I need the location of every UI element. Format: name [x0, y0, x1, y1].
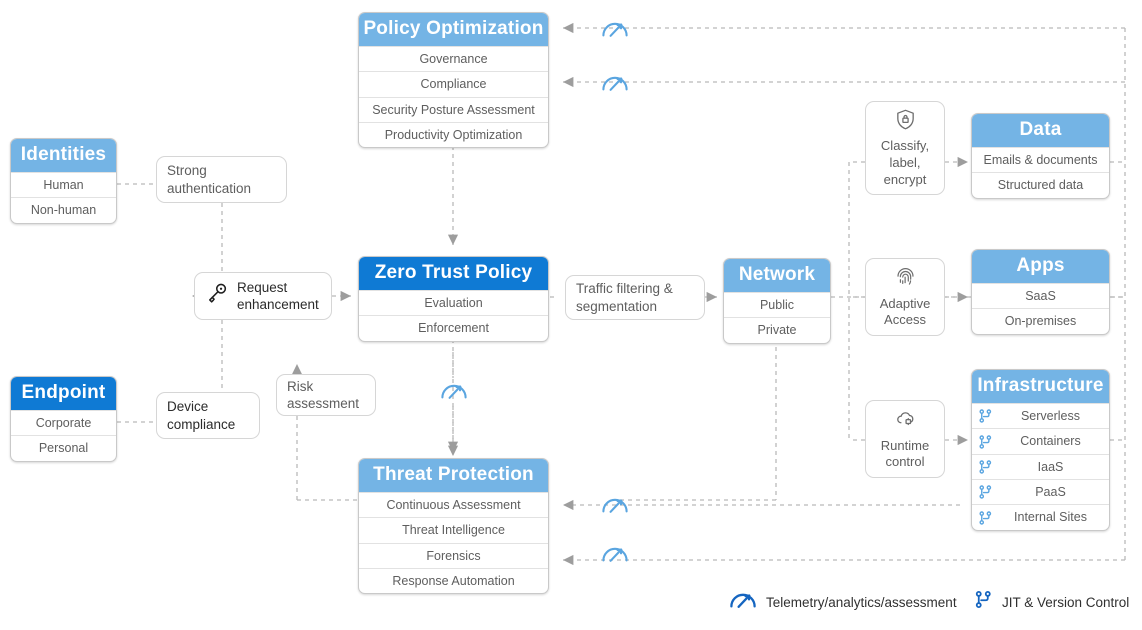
jit-version-control-icon [978, 459, 993, 474]
step-strong-authentication-label: Strong authentication [167, 163, 252, 196]
step-traffic-filtering[interactable]: Traffic filtering & segmentation [565, 275, 705, 320]
pillar-policy-optimization-row[interactable]: Productivity Optimization [359, 122, 548, 147]
pillar-threat-protection-row[interactable]: Forensics [359, 542, 548, 568]
pillar-apps-row[interactable]: On-premises [972, 308, 1109, 333]
step-runtime-control[interactable]: Runtime control [865, 400, 945, 478]
pillar-infrastructure-row[interactable]: Serverless [972, 402, 1109, 428]
pillar-data[interactable]: Data Emails & documents Structured data [971, 113, 1110, 199]
pillar-zero-trust-policy-row[interactable]: Evaluation [359, 289, 548, 315]
pillar-infrastructure-title: Infrastructure [972, 370, 1109, 403]
pillar-endpoint[interactable]: Endpoint Corporate Personal [10, 376, 117, 462]
step-adaptive-access-label: Adaptive Access [879, 295, 931, 328]
pillar-network[interactable]: Network Public Private [723, 258, 831, 344]
telemetry-gauge-icon [601, 544, 629, 569]
legend-jit-label: JIT & Version Control [1002, 594, 1130, 610]
step-traffic-filtering-label: Traffic filtering & segmentation [576, 281, 673, 314]
pillar-threat-protection-row[interactable]: Threat Intelligence [359, 517, 548, 542]
jit-version-control-icon [978, 485, 993, 500]
pillar-identities[interactable]: Identities Human Non-human [10, 138, 117, 224]
jit-version-control-icon [978, 510, 993, 525]
pillar-apps[interactable]: Apps SaaS On-premises [971, 249, 1110, 335]
jit-version-control-icon [978, 434, 993, 449]
pillar-infrastructure-row[interactable]: PaaS [972, 479, 1109, 504]
jit-version-control-icon [978, 409, 993, 424]
pillar-policy-optimization[interactable]: Policy Optimization Governance Complianc… [358, 12, 549, 149]
pillar-policy-optimization-title: Policy Optimization [359, 13, 548, 46]
jit-version-control-icon [974, 590, 993, 614]
pillar-policy-optimization-row[interactable]: Compliance [359, 71, 548, 96]
fingerprint-icon [894, 265, 917, 293]
pillar-threat-protection[interactable]: Threat Protection Continuous Assessment … [358, 458, 549, 595]
step-adaptive-access[interactable]: Adaptive Access [865, 258, 945, 336]
pillar-infrastructure-row-label: Internal Sites [1014, 510, 1087, 525]
pillar-infrastructure-row[interactable]: IaaS [972, 453, 1109, 479]
pillar-identities-row[interactable]: Non-human [11, 197, 116, 222]
pillar-policy-optimization-row[interactable]: Security Posture Assessment [359, 96, 548, 122]
step-risk-assessment-label: Risk assessment [287, 378, 360, 411]
pillar-data-row[interactable]: Structured data [972, 172, 1109, 197]
pillar-policy-optimization-row[interactable]: Governance [359, 45, 548, 71]
pillar-network-row[interactable]: Private [724, 317, 830, 342]
legend-telemetry-label: Telemetry/analytics/assessment [766, 595, 957, 610]
pillar-threat-protection-row[interactable]: Continuous Assessment [359, 491, 548, 517]
pillar-infrastructure-row[interactable]: Containers [972, 428, 1109, 453]
telemetry-gauge-icon [601, 19, 629, 44]
pillar-zero-trust-policy-row[interactable]: Enforcement [359, 315, 548, 340]
pillar-identities-row[interactable]: Human [11, 171, 116, 197]
pillar-threat-protection-title: Threat Protection [359, 459, 548, 492]
legend-telemetry: Telemetry/analytics/assessment [729, 590, 957, 615]
pillar-infrastructure-row-label: PaaS [1035, 485, 1066, 500]
step-runtime-control-label: Runtime control [880, 437, 930, 470]
pillar-data-row[interactable]: Emails & documents [972, 146, 1109, 172]
step-device-compliance-label: Device compliance [167, 399, 236, 432]
pillar-apps-title: Apps [972, 250, 1109, 283]
telemetry-gauge-icon [729, 590, 757, 615]
step-request-enhancement[interactable]: Request enhancement [194, 272, 332, 320]
telemetry-gauge-icon [601, 73, 629, 98]
legend-jit-version-control: JIT & Version Control [974, 590, 1129, 614]
telemetry-gauge-icon [601, 495, 629, 520]
pillar-endpoint-row[interactable]: Personal [11, 435, 116, 460]
telemetry-gauge-icon [440, 381, 468, 406]
pillar-apps-row[interactable]: SaaS [972, 282, 1109, 308]
pillar-infrastructure-row-label: Serverless [1020, 408, 1081, 423]
step-risk-assessment[interactable]: Risk assessment [276, 374, 376, 416]
pillar-infrastructure-row-label: Containers [1020, 434, 1081, 449]
pillar-zero-trust-policy[interactable]: Zero Trust Policy Evaluation Enforcement [358, 256, 549, 342]
step-classify-label-encrypt-label: Classify, label, encrypt [880, 138, 930, 187]
pillar-endpoint-title: Endpoint [11, 377, 116, 410]
step-classify-label-encrypt[interactable]: Classify, label, encrypt [865, 101, 945, 195]
step-request-enhancement-label: Request enhancement [237, 279, 319, 312]
pillar-zero-trust-policy-title: Zero Trust Policy [359, 257, 548, 290]
pillar-network-title: Network [724, 259, 830, 292]
step-device-compliance[interactable]: Device compliance [156, 392, 260, 439]
pillar-endpoint-row[interactable]: Corporate [11, 409, 116, 435]
pillar-threat-protection-row[interactable]: Response Automation [359, 568, 548, 593]
pillar-data-title: Data [972, 114, 1109, 147]
key-icon [205, 281, 230, 310]
pillar-identities-title: Identities [11, 139, 116, 172]
pillar-network-row[interactable]: Public [724, 291, 830, 317]
shield-lock-icon [894, 108, 917, 136]
step-strong-authentication[interactable]: Strong authentication [156, 156, 287, 203]
cloud-gear-icon [894, 407, 917, 435]
pillar-infrastructure[interactable]: Infrastructure Serverless Containers [971, 369, 1110, 531]
pillar-infrastructure-row-label: IaaS [1037, 459, 1064, 474]
pillar-infrastructure-row[interactable]: Internal Sites [972, 504, 1109, 529]
